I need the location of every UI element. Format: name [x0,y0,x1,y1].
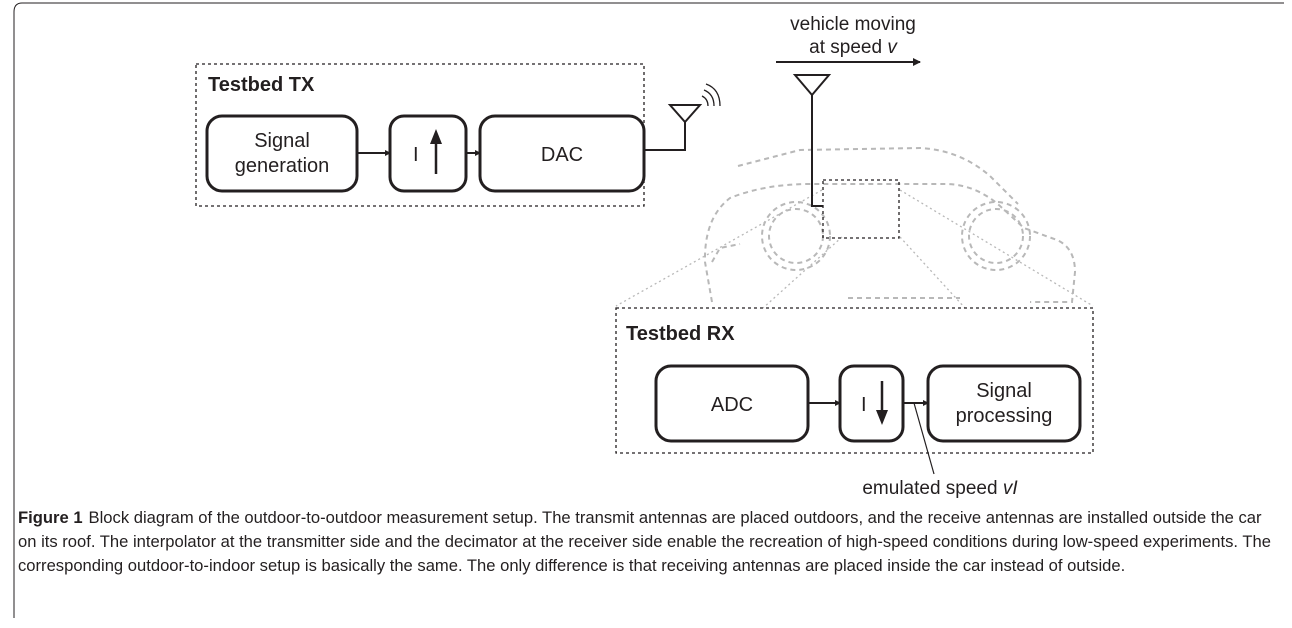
dac-label: DAC [541,144,583,166]
signal-generation-label-2: generation [235,155,330,177]
block-diagram: Testbed TX Signal generation I DAC vehic… [195,14,1094,499]
decimator-symbol: I [861,394,867,416]
car-wheel-rear [961,201,1031,271]
car-wheel-front [761,201,831,271]
signal-processing-block [926,364,1082,443]
tx-antenna-icon [667,104,703,124]
car-receiver-box [822,179,900,239]
caption-text: Block diagram of the outdoor-to-outdoor … [18,508,1271,575]
caption-label: Figure 1 [18,508,83,527]
radio-waves-icon [701,83,721,107]
interpolator-symbol: I [413,144,419,166]
emulated-speed-pointer [913,402,935,475]
signal-generation-label-1: Signal [254,130,310,152]
car-outline [703,146,1077,303]
testbed-rx-title: Testbed RX [626,323,735,345]
signal-generation-block [205,114,359,193]
testbed-rx-box [615,307,1094,454]
rx-antenna-icon [792,74,832,97]
testbed-tx-title: Testbed TX [208,74,315,96]
emulated-speed-label: emulated speed vI [862,478,1018,499]
adc-label: ADC [711,394,753,416]
signal-processing-label-2: processing [956,405,1053,427]
vehicle-label-line-2: at speed v [809,37,898,58]
decimator-block [838,364,905,443]
interpolator-block [388,114,468,193]
rx-antenna-feed [811,95,823,207]
dac-block [478,114,646,193]
projection-lines [615,189,1094,309]
vehicle-label-line-1: vehicle moving [790,14,916,35]
tx-antenna-feed [644,122,686,151]
signal-processing-label-1: Signal [976,380,1032,402]
